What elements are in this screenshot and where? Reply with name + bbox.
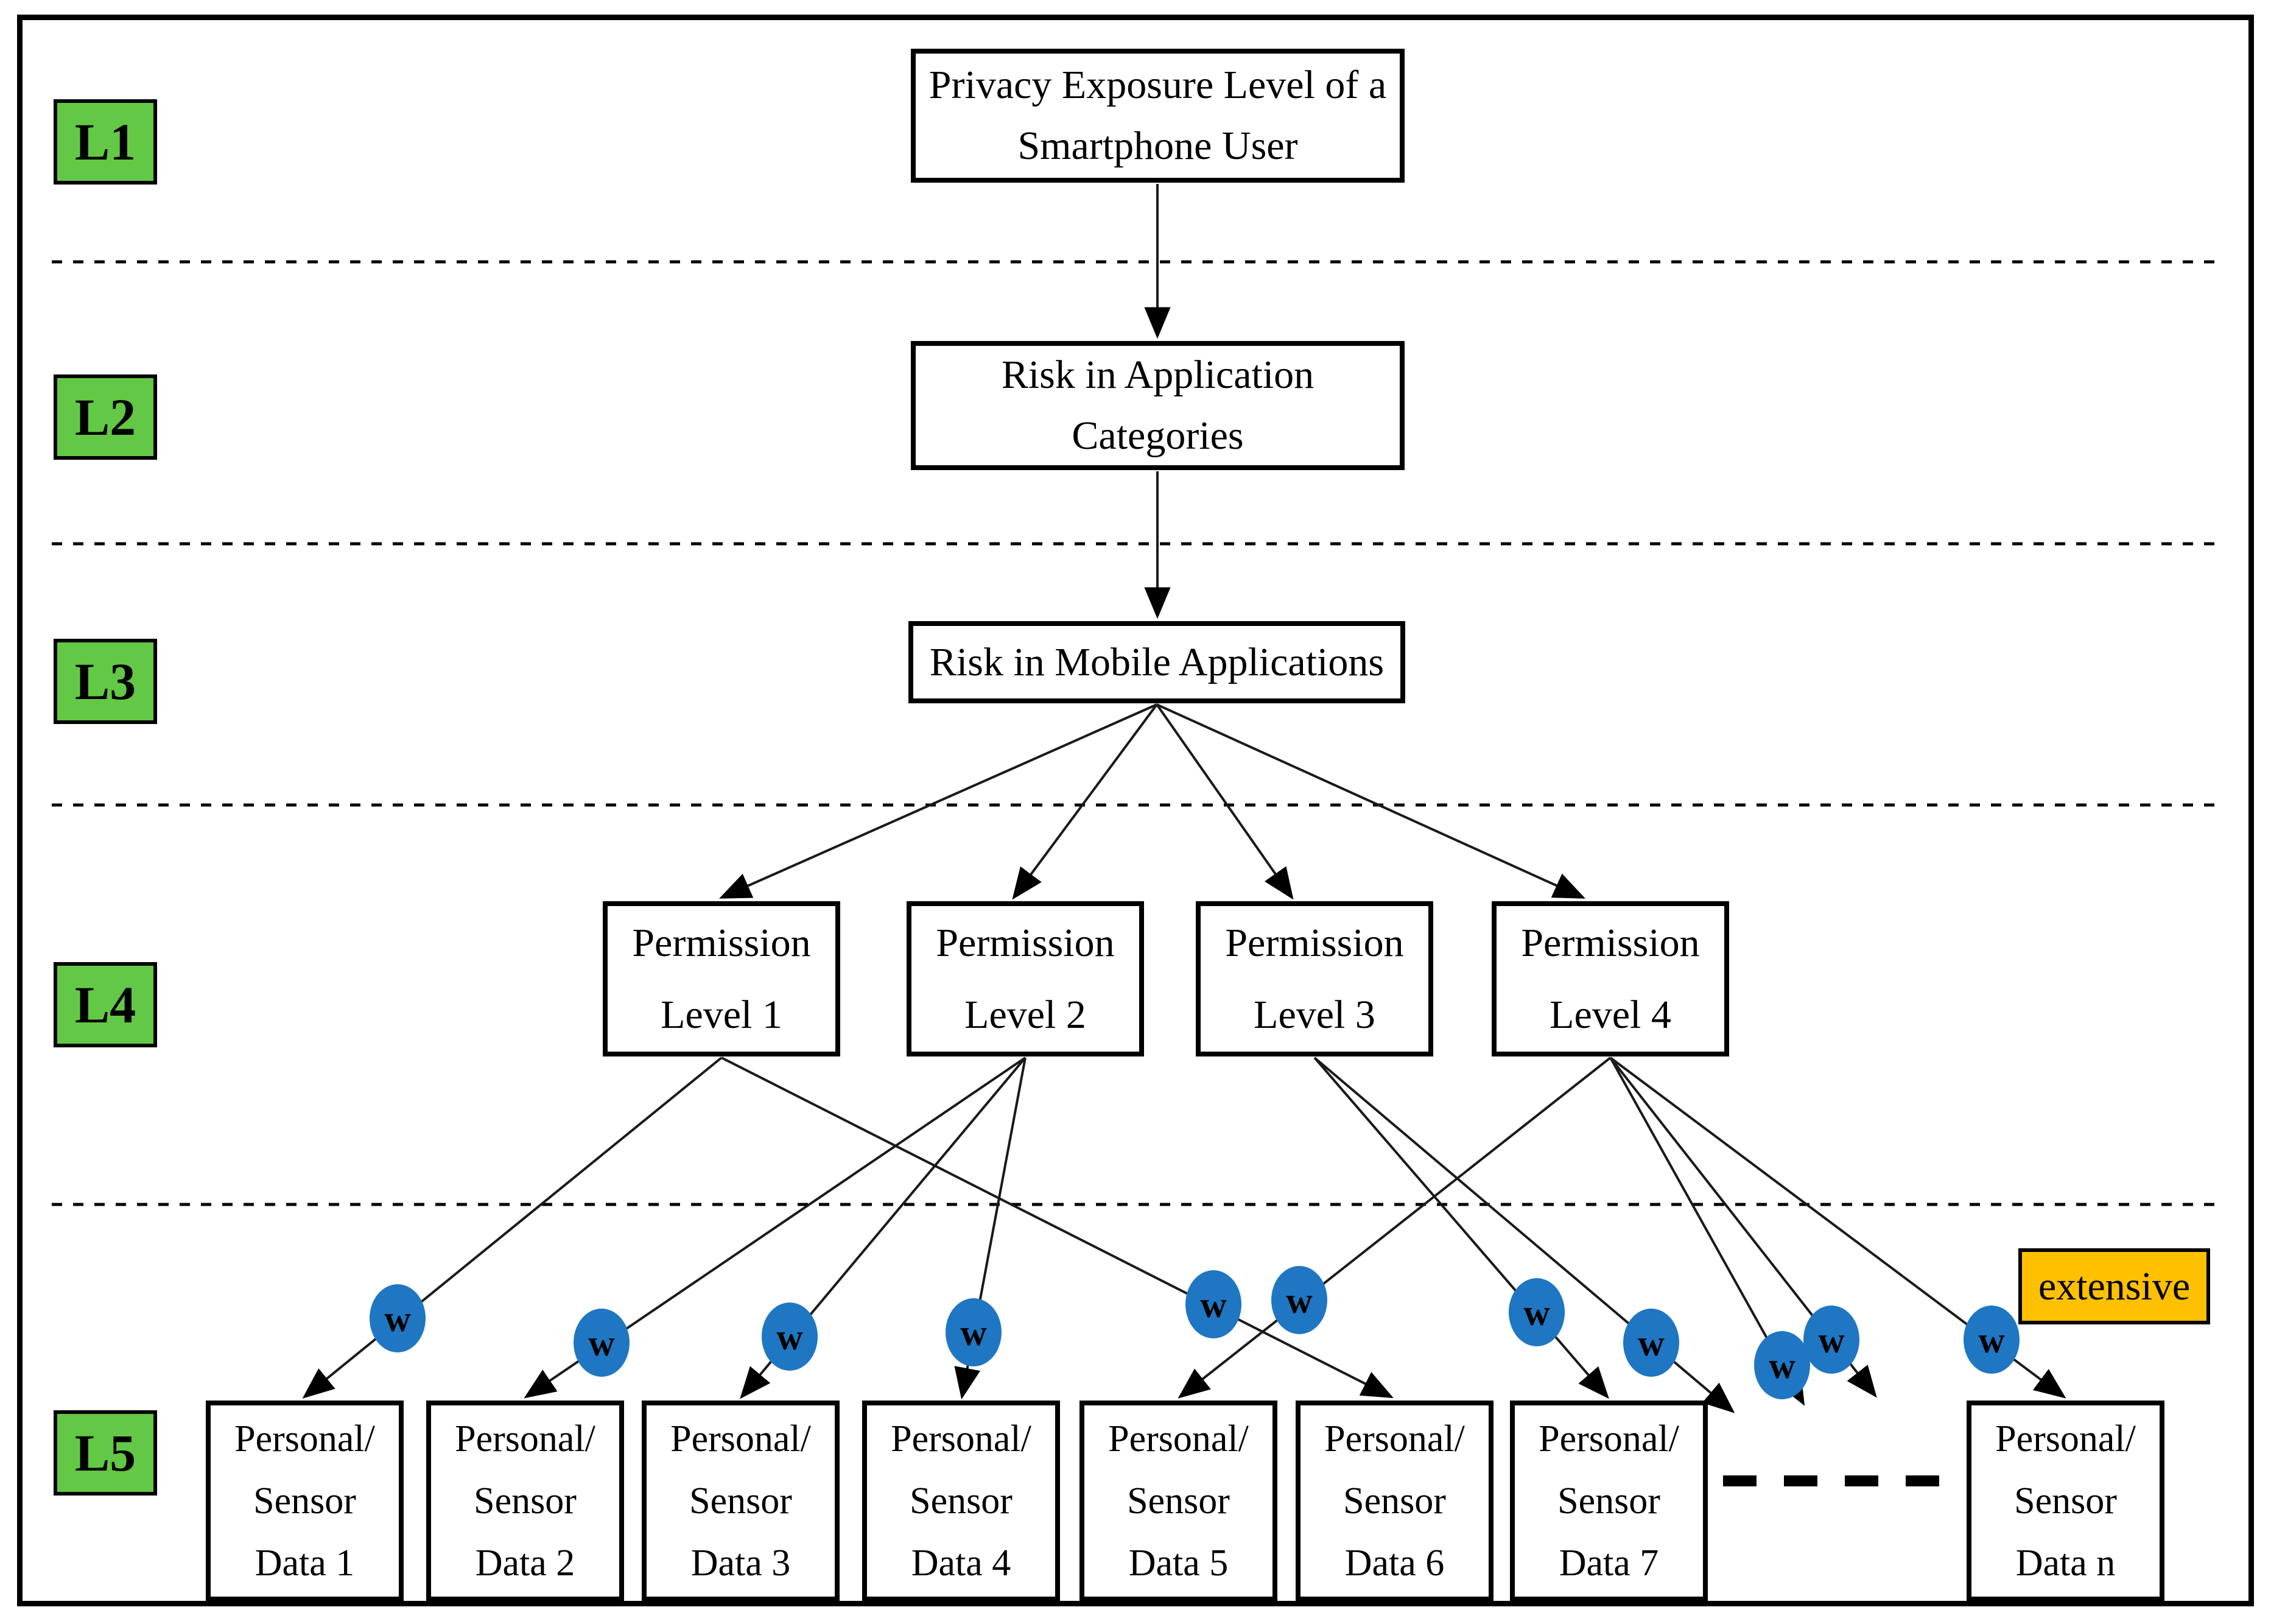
weight-label: w <box>588 1323 615 1363</box>
node-text-line: Sensor <box>910 1480 1013 1522</box>
weight-label: w <box>1200 1285 1227 1325</box>
node-text-line: Data 3 <box>690 1542 791 1584</box>
node-sensor-data-7: Personal/ Sensor Data 7 <box>1510 1401 1708 1601</box>
weight-label: w <box>1978 1320 2005 1360</box>
node-text-line: Data 6 <box>1344 1542 1445 1584</box>
node-permission-level-1: Permission Level 1 <box>603 901 840 1056</box>
weight-marker <box>574 1309 630 1377</box>
node-privacy-exposure-level: Privacy Exposure Level of a Smartphone U… <box>911 49 1405 183</box>
weight-marker <box>1964 1306 2020 1374</box>
node-text-line: Categories <box>1072 413 1244 458</box>
weight-marker <box>1271 1266 1327 1334</box>
weight-marker <box>1185 1270 1241 1338</box>
edge-l3-to-p4 <box>1156 703 1585 899</box>
node-permission-level-4: Permission Level 4 <box>1492 901 1729 1056</box>
weight-marker <box>1509 1278 1565 1346</box>
node-text-line: Sensor <box>1557 1480 1660 1522</box>
node-text-line: Personal/ <box>455 1418 595 1460</box>
edge-p4-d5 <box>1178 1056 1612 1399</box>
weight-label: w <box>384 1299 411 1339</box>
level-label-l4: L4 <box>54 962 157 1047</box>
weight-marker <box>1754 1331 1810 1399</box>
node-text-line: Data 2 <box>475 1542 575 1584</box>
node-risk-mobile-applications: Risk in Mobile Applications <box>908 621 1405 703</box>
node-text-line: Level 2 <box>964 992 1086 1037</box>
node-text-line: Personal/ <box>670 1418 811 1460</box>
weight-marker <box>762 1302 818 1371</box>
level-label-text: L4 <box>74 975 136 1034</box>
node-text-line: Personal/ <box>1324 1418 1465 1460</box>
weight-marker <box>946 1298 1002 1366</box>
level-label-l2: L2 <box>54 374 157 460</box>
node-permission-level-3: Permission Level 3 <box>1196 901 1433 1056</box>
node-text-line: Personal/ <box>1995 1418 2136 1460</box>
weight-marker <box>1803 1306 1859 1374</box>
node-text-line: Permission <box>1521 920 1700 965</box>
node-text-line: Personal/ <box>234 1418 375 1460</box>
weight-label: w <box>776 1317 803 1357</box>
node-text-line: Data 7 <box>1559 1542 1659 1584</box>
edge-p1-d1 <box>302 1056 723 1399</box>
weight-marker <box>1623 1309 1679 1377</box>
extensive-tag-text: extensive <box>2038 1264 2191 1309</box>
weight-label: w <box>960 1313 987 1353</box>
node-text-line: Data 5 <box>1128 1542 1229 1584</box>
level-label-text: L3 <box>74 652 136 711</box>
node-text-line: Level 3 <box>1254 992 1375 1037</box>
extensive-tag: extensive <box>2018 1248 2210 1324</box>
node-sensor-data-5: Personal/ Sensor Data 5 <box>1079 1401 1277 1601</box>
node-text-line: Sensor <box>1343 1480 1446 1522</box>
level-label-l3: L3 <box>54 639 157 724</box>
node-text-line: Level 1 <box>661 992 782 1037</box>
node-text-line: Permission <box>632 920 811 965</box>
edge-p1-d6 <box>721 1056 1394 1398</box>
weight-markers: w w w w w w w w w w w <box>370 1266 2020 1399</box>
node-text-line: Sensor <box>474 1480 577 1522</box>
node-text-line: Risk in Mobile Applications <box>929 639 1385 684</box>
weight-label: w <box>1286 1281 1313 1321</box>
edge-p3-d7 <box>1313 1056 1609 1399</box>
node-text-line: Sensor <box>2014 1480 2117 1522</box>
node-text-line: Permission <box>1225 920 1404 965</box>
level-label-text: L5 <box>74 1424 136 1482</box>
node-sensor-data-1: Personal/ Sensor Data 1 <box>206 1401 404 1601</box>
node-permission-level-2: Permission Level 2 <box>907 901 1144 1056</box>
weight-marker <box>370 1284 426 1352</box>
node-text-line: Personal/ <box>1539 1418 1679 1460</box>
node-sensor-data-n: Personal/ Sensor Data n <box>1967 1401 2164 1601</box>
level-label-text: L2 <box>74 388 136 446</box>
node-sensor-data-6: Personal/ Sensor Data 6 <box>1296 1401 1494 1601</box>
weight-label: w <box>1523 1293 1550 1333</box>
node-sensor-data-4: Personal/ Sensor Data 4 <box>862 1401 1060 1601</box>
edge-l3-to-p2 <box>1012 703 1158 900</box>
node-text-line: Sensor <box>253 1480 356 1522</box>
edge-l3-to-p3 <box>1156 703 1294 900</box>
level-label-l5: L5 <box>54 1410 157 1496</box>
node-text-line: Risk in Application <box>1001 353 1315 397</box>
node-text-line: Data 4 <box>911 1542 1011 1584</box>
level-label-l1: L1 <box>54 99 157 185</box>
node-text-line: Privacy Exposure Level of a <box>928 63 1387 107</box>
node-sensor-data-3: Personal/ Sensor Data 3 <box>642 1401 840 1601</box>
node-risk-application-categories: Risk in Application Categories <box>911 341 1405 470</box>
weight-label: w <box>1638 1323 1665 1363</box>
level-label-text: L1 <box>74 113 136 171</box>
node-text-line: Personal/ <box>1108 1418 1249 1460</box>
node-text-line: Sensor <box>689 1480 792 1522</box>
node-text-line: Level 4 <box>1550 992 1671 1037</box>
node-text-line: Data 1 <box>254 1542 355 1584</box>
node-text-line: Permission <box>936 920 1115 965</box>
node-text-line: Sensor <box>1127 1480 1230 1522</box>
node-text-line: Data n <box>2015 1542 2116 1584</box>
edge-l3-to-p1 <box>719 703 1157 899</box>
node-sensor-data-2: Personal/ Sensor Data 2 <box>426 1401 624 1601</box>
node-text-line: Personal/ <box>891 1418 1031 1460</box>
weight-label: w <box>1769 1346 1795 1386</box>
node-text-line: Smartphone User <box>1017 124 1298 168</box>
weight-label: w <box>1818 1320 1845 1360</box>
